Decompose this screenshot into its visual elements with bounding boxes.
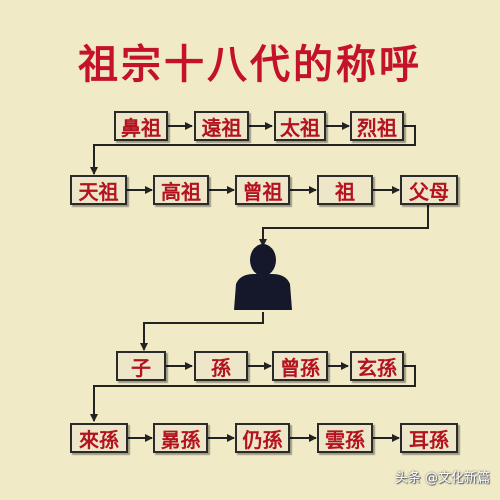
person-silhouette-icon [234,244,292,310]
node-sun: 孫 [194,351,248,381]
node-kunsun: 晜孫 [153,423,208,453]
node-yuanzu: 遠祖 [194,111,249,141]
node-taizu: 太祖 [274,111,326,141]
node-gaozu: 高祖 [153,175,209,205]
node-bizu: 鼻祖 [114,111,168,141]
watermark: 头条 @文化新篇 [394,471,490,486]
node-rengsun: 仍孫 [235,423,290,453]
node-zu: 祖 [317,175,373,205]
node-zengsun: 曾孫 [272,351,328,381]
node-ersun: 耳孫 [400,423,458,453]
diagram-title: 祖宗十八代的称呼 [78,41,422,88]
node-zengzu: 曾祖 [235,175,290,205]
node-yunsun: 雲孫 [317,423,373,453]
node-tianzu: 天祖 [70,175,127,205]
node-laisun: 來孫 [70,423,128,453]
node-xuansun: 玄孫 [350,351,404,381]
node-fumu: 父母 [400,175,458,205]
node-zi: 子 [116,351,166,381]
node-liezu: 烈祖 [350,111,404,141]
